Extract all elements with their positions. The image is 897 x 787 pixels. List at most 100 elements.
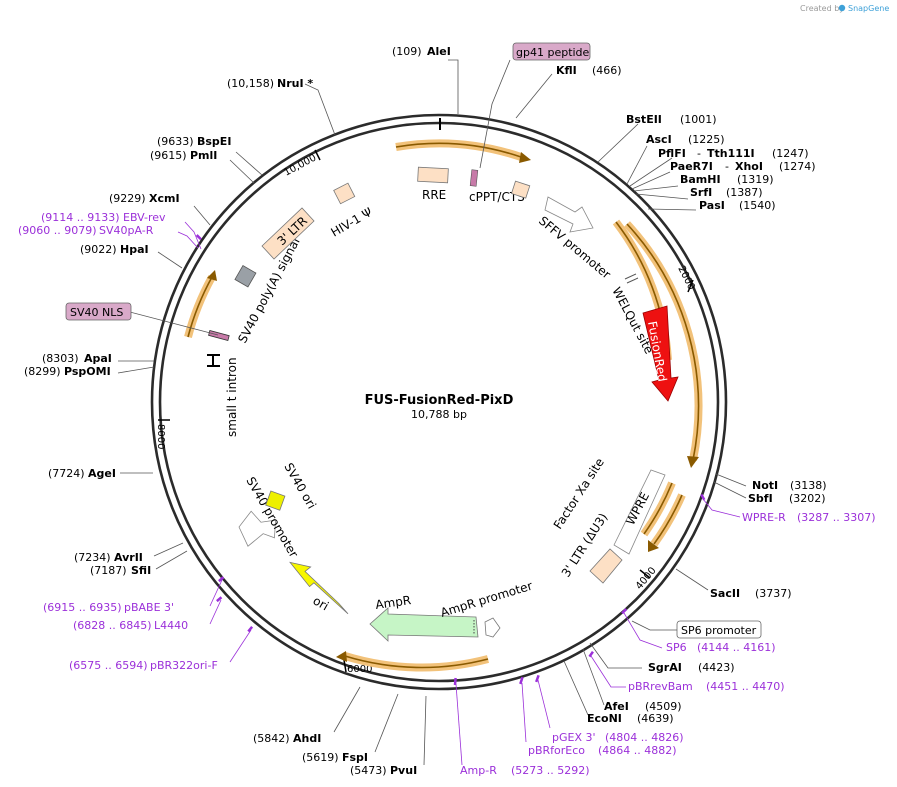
tick-6000 [343, 659, 347, 673]
tag-boxes: gp41 peptide SV40 NLS SP6 promoter [65, 42, 762, 639]
sv40-polya-box [234, 265, 257, 288]
apai-name: ApaI [84, 352, 112, 365]
orf-arrow-top-head [519, 152, 531, 163]
sv40-ori-label: SV40 ori [281, 461, 318, 512]
site-leaders [117, 59, 747, 766]
pasi-name: PasI [699, 199, 725, 212]
pspomi-pos: (8299) [24, 365, 61, 378]
ampr-promoter-label: AmpR promoter [439, 579, 534, 620]
sacii-pos: (3737) [755, 587, 792, 600]
paer7i-name: PaeR7I [670, 160, 713, 173]
gp41-marker [469, 169, 479, 187]
fusionred-arrow [642, 305, 679, 402]
pbrrevbam-name: pBRrevBam [628, 680, 693, 693]
xcmi-name: XcmI [149, 192, 180, 205]
pvui-name: PvuI [390, 764, 417, 777]
sp6-promoter-box [676, 620, 762, 639]
pvui-pos: (5473) [350, 764, 387, 777]
tick-label-10000: 10,000 [282, 153, 318, 179]
pgex3-name: pGEX 3' [552, 731, 596, 744]
sv40-nls-marker [208, 329, 230, 341]
map-size: 10,788 bp [411, 408, 467, 421]
paer7i-pos: (1274) [779, 160, 816, 173]
bamhi-pos: (1319) [737, 173, 774, 186]
pbr322orif-range: (6575 .. 6594) [69, 659, 148, 672]
sffv-promoter-arrow [544, 196, 594, 233]
bsteii-pos: (1001) [680, 113, 717, 126]
sv40-ori-box [265, 490, 286, 511]
small-t-label: small t intron [225, 357, 239, 437]
ltr3-left-box [261, 207, 315, 260]
hpai-pos: (9022) [80, 243, 117, 256]
orf-arc-top-line [395, 142, 522, 158]
afei-pos: (4509) [645, 700, 682, 713]
l4440-name: L4440 [154, 619, 188, 632]
credit-brand: SnapGene [848, 4, 889, 13]
pbrforeco-range: (4864 .. 4882) [598, 744, 677, 757]
agei-name: AgeI [88, 467, 116, 480]
wpre-box [613, 469, 666, 555]
tick-10000 [314, 149, 321, 161]
srfi-name: SrfI [690, 186, 712, 199]
ahdi-pos: (5842) [253, 732, 290, 745]
fspi-pos: (5619) [302, 751, 339, 764]
l4440-range: (6828 .. 6845) [73, 619, 152, 632]
asci-name: AscI [646, 133, 672, 146]
tick-4000 [639, 569, 651, 579]
sp6-promoter-label: SP6 promoter [681, 624, 757, 637]
xcmi-pos: (9229) [109, 192, 146, 205]
gp41-peptide-box [512, 42, 591, 61]
gp41-peptide-label: gp41 peptide [516, 46, 590, 59]
pbrforeco-name: pBRforEco [528, 744, 585, 757]
wprer-name: WPRE-R [742, 511, 786, 524]
pspomi-name: PspOMI [64, 365, 111, 378]
nrui-pos: (10,158) [227, 77, 274, 90]
pbabe3-range: (6915 .. 6935) [43, 601, 122, 614]
snapgene-credit: Created by SnapGene [800, 4, 889, 13]
pmli-pos: (9615) [150, 149, 187, 162]
cppt-label: cPPT/CTS [469, 190, 525, 204]
ampr-label: AmpR [374, 593, 411, 612]
pmli-name: PmlI [190, 149, 217, 162]
site-labels: (109) AleI KflI (466) (10,158) NruI * Bs… [24, 45, 827, 777]
avrii-pos: (7234) [74, 551, 111, 564]
sacii-name: SacII [710, 587, 740, 600]
ebvrev-name: EBV-rev [123, 211, 166, 224]
bsteii-name: BstEII [626, 113, 662, 126]
sv40-nls-label: SV40 NLS [70, 306, 123, 319]
apai-pos: (8303) [42, 352, 79, 365]
tth111i-name: Tth111I [707, 147, 755, 160]
map-title: FUS-FusionRed-PixD [365, 393, 514, 408]
hpai-name: HpaI [120, 243, 149, 256]
sbfi-pos: (3202) [789, 492, 826, 505]
sfii-name: SfiI [131, 564, 151, 577]
noti-pos: (3138) [790, 479, 827, 492]
kfli-pos: (466) [592, 64, 622, 77]
pflfi-sep: - [697, 147, 701, 160]
sfii-pos: (7187) [90, 564, 127, 577]
sv40par-range: (9060 .. 9079) [18, 224, 97, 237]
avrii-name: AvrII [114, 551, 143, 564]
pgex3-range: (4804 .. 4826) [605, 731, 684, 744]
pflfi-name: PflFI [658, 147, 686, 160]
srfi-pos: (1387) [726, 186, 763, 199]
bspei-pos: (9633) [157, 135, 194, 148]
snapgene-logo-icon [838, 4, 846, 12]
primer-labels: (9114 .. 9133) EBV-rev (9060 .. 9079) SV… [18, 211, 876, 777]
sgrai-name: SgrAI [648, 661, 682, 674]
agei-pos: (7724) [48, 467, 85, 480]
ampr-primer-name: Amp-R [460, 764, 497, 777]
nrui-name: NruI * [277, 77, 313, 90]
ltr3-box [589, 548, 623, 584]
bamhi-name: BamHI [680, 173, 721, 186]
ori-arrow [289, 561, 349, 615]
bspei-name: BspEI [197, 135, 231, 148]
alei-pos: (109) [392, 45, 422, 58]
ampr-promoter-arrow [484, 617, 501, 638]
paer7i-sep: - [725, 160, 729, 173]
kfli-name: KflI [556, 64, 577, 77]
pbabe3-name: pBABE 3' [124, 601, 174, 614]
ori-label: ori [311, 593, 332, 613]
sgrai-pos: (4423) [698, 661, 735, 674]
pasi-pos: (1540) [739, 199, 776, 212]
